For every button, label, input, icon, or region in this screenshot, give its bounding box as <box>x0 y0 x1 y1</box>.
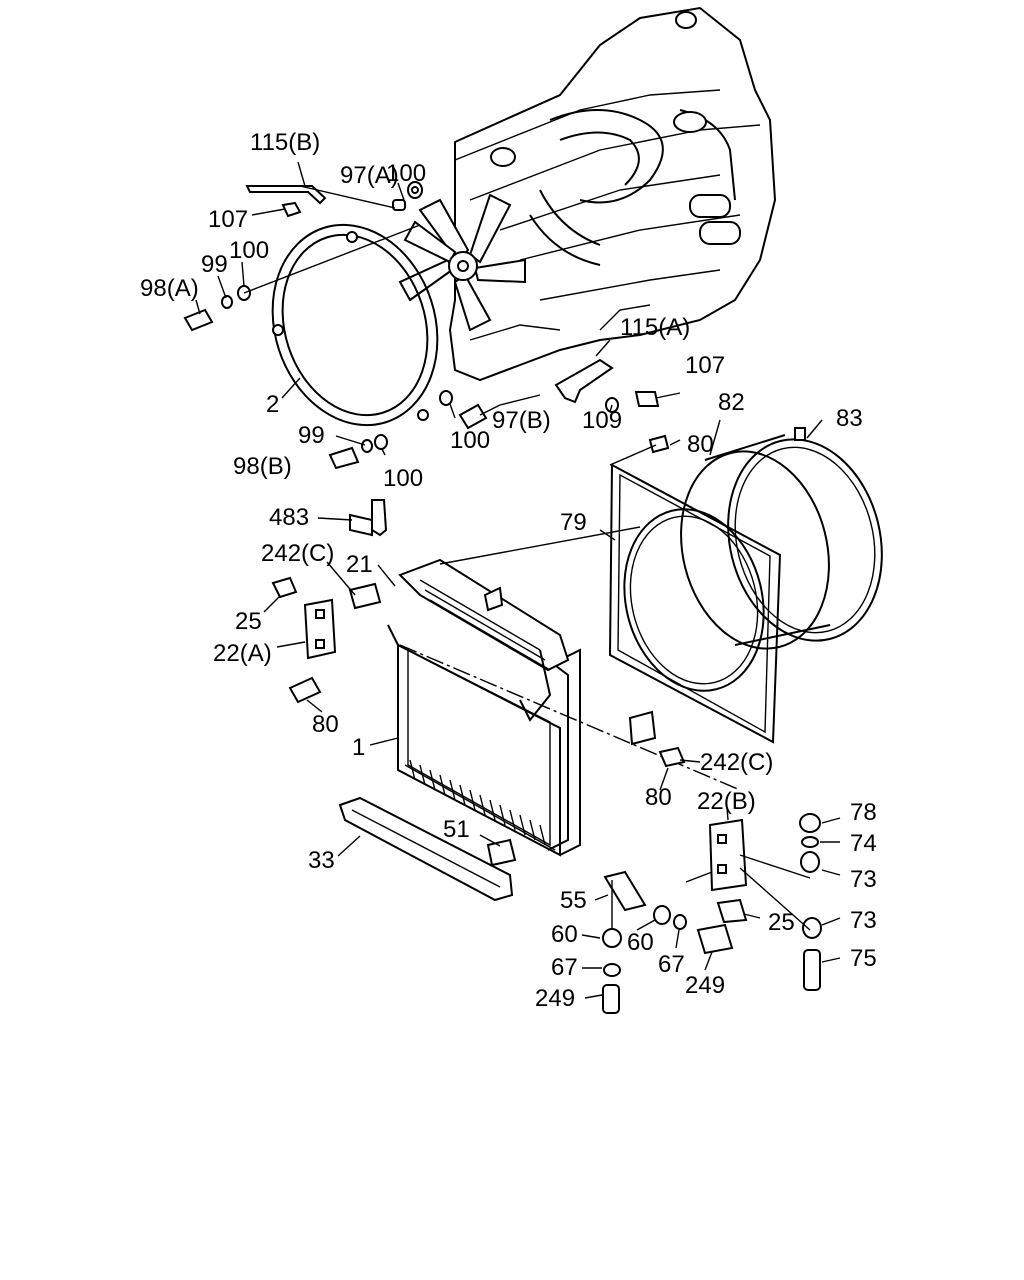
label-21: 21 <box>346 551 373 578</box>
label-99: 99 <box>298 422 325 449</box>
label-73: 73 <box>850 866 877 893</box>
label-100: 100 <box>386 160 426 187</box>
label-25: 25 <box>768 909 795 936</box>
label-25: 25 <box>235 608 262 635</box>
label-97a: 97(A) <box>340 162 399 189</box>
label-22a: 22(A) <box>213 640 272 667</box>
label-249: 249 <box>535 985 575 1012</box>
label-80: 80 <box>687 431 714 458</box>
label-82: 82 <box>718 389 745 416</box>
label-80: 80 <box>312 711 339 738</box>
label-107: 107 <box>208 206 248 233</box>
label-55: 55 <box>560 887 587 914</box>
label-22b: 22(B) <box>697 788 756 815</box>
bracket-115b <box>245 161 327 205</box>
fan-ring-82-83 <box>680 427 883 650</box>
label-67: 67 <box>658 951 685 978</box>
label-80: 80 <box>645 784 672 811</box>
lower-leader-lines <box>263 444 841 999</box>
lower-right-fasteners <box>602 813 822 1014</box>
label-2: 2 <box>266 391 279 418</box>
label-100: 100 <box>229 237 269 264</box>
label-242c: 242(C) <box>261 540 334 567</box>
cooling-fan <box>398 193 526 332</box>
label-51: 51 <box>443 816 470 843</box>
label-83: 83 <box>836 405 863 432</box>
label-79: 79 <box>560 509 587 536</box>
engine-block <box>448 6 777 382</box>
fan-shroud-ring <box>271 223 439 427</box>
label-100: 100 <box>450 427 490 454</box>
lower-bracket-33 <box>338 796 517 902</box>
label-109: 109 <box>582 407 622 434</box>
label-67: 67 <box>551 954 578 981</box>
label-1: 1 <box>352 734 365 761</box>
upper-leader-lines <box>195 182 823 791</box>
label-98b: 98(B) <box>233 453 292 480</box>
label-99: 99 <box>201 251 228 278</box>
label-33: 33 <box>308 847 335 874</box>
part-labels: 115(B) 100 97(A) 107 99 100 98(A) 2 115(… <box>140 129 877 1012</box>
label-60: 60 <box>551 921 578 948</box>
label-60: 60 <box>627 929 654 956</box>
label-483: 483 <box>269 504 309 531</box>
left-brackets <box>271 499 686 768</box>
label-75: 75 <box>850 945 877 972</box>
label-115b: 115(B) <box>250 129 320 156</box>
label-97b: 97(B) <box>492 407 551 434</box>
label-100: 100 <box>383 465 423 492</box>
fan-shroud-79 <box>608 463 782 744</box>
label-107: 107 <box>685 352 725 379</box>
label-74: 74 <box>850 830 877 857</box>
label-73: 73 <box>850 907 877 934</box>
label-242c: 242(C) <box>700 749 773 776</box>
radiator-core <box>387 558 581 857</box>
label-78: 78 <box>850 799 877 826</box>
label-98a: 98(A) <box>140 275 199 302</box>
label-249: 249 <box>685 972 725 999</box>
upper-fasteners <box>183 181 670 470</box>
label-115a: 115(A) <box>620 314 690 341</box>
